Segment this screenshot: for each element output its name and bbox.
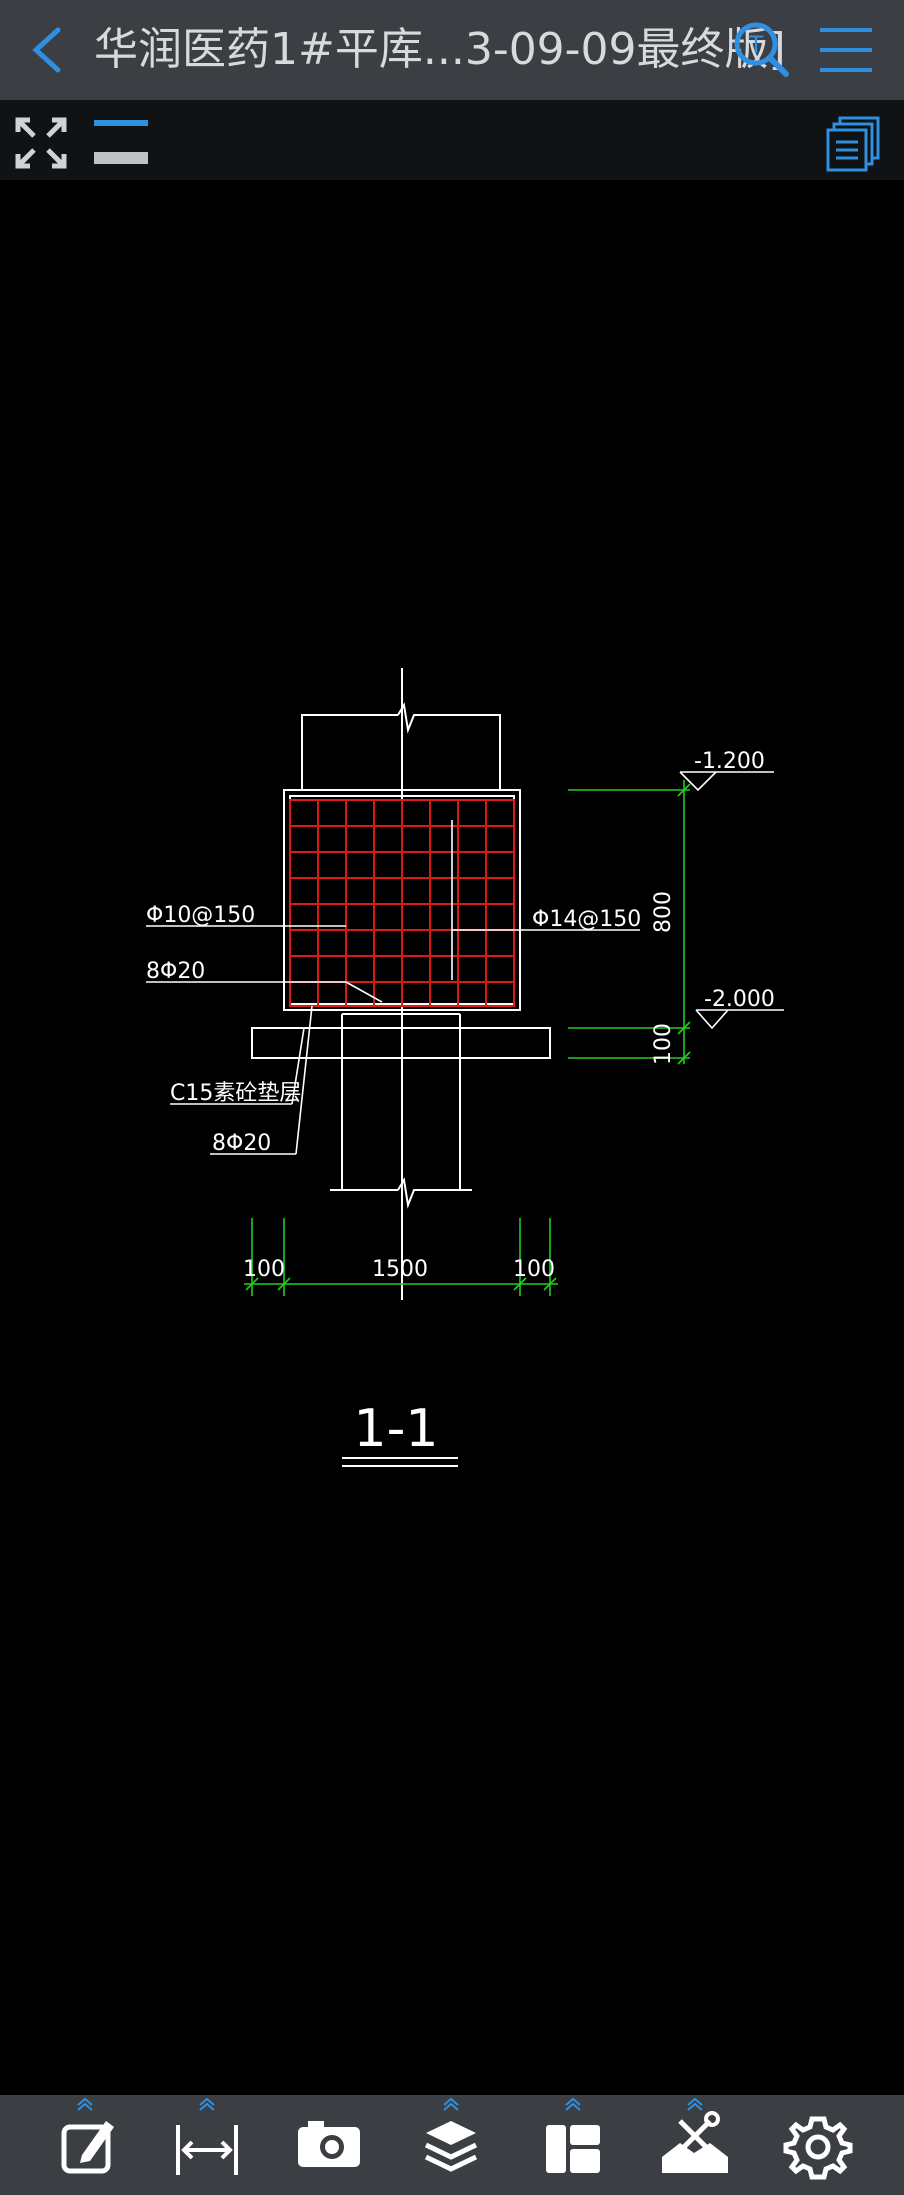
label-dim-height: 800 xyxy=(651,891,676,933)
label-dim-left: 100 xyxy=(243,1257,285,1282)
view-toolbar xyxy=(0,100,904,180)
document-title: 华润医药1#平库...3-09-09最终版] xyxy=(94,24,786,75)
tools-icon[interactable] xyxy=(650,2095,740,2195)
leader-lines xyxy=(146,820,640,1155)
label-side-bars: Φ14@150 xyxy=(532,907,641,932)
back-icon[interactable] xyxy=(22,22,78,78)
label-dim-right: 100 xyxy=(513,1257,555,1282)
label-cushion: C15素砼垫层 xyxy=(170,1081,301,1106)
label-elevation-top: -1.200 xyxy=(694,749,765,774)
expand-icon[interactable] xyxy=(14,116,68,170)
dimension-lines xyxy=(244,780,691,1296)
rebar-cage xyxy=(289,799,515,1007)
section-title: 1-1 xyxy=(354,1399,439,1459)
title-bar: 华润医药1#平库...3-09-09最终版] T xyxy=(0,0,904,100)
elevation-markers xyxy=(679,771,784,1030)
cad-drawing-canvas[interactable]: Φ10@150 8Φ20 Φ14@150 C15素砼垫层 8Φ20 -1.200… xyxy=(0,180,904,2095)
edit-icon[interactable] xyxy=(40,2095,130,2195)
label-bottom-bars: 8Φ20 xyxy=(212,1131,271,1156)
menu-icon[interactable] xyxy=(816,22,876,78)
label-top-bars: 8Φ20 xyxy=(146,959,205,984)
label-stirrup: Φ10@150 xyxy=(146,903,255,928)
bottom-toolbar xyxy=(0,2095,904,2195)
section-title-underline xyxy=(342,1457,458,1467)
measure-icon[interactable] xyxy=(162,2095,252,2195)
label-elevation-bottom: -2.000 xyxy=(704,987,775,1012)
search-icon[interactable]: T xyxy=(732,20,792,80)
settings-icon[interactable] xyxy=(772,2095,862,2195)
camera-icon[interactable] xyxy=(284,2095,374,2195)
layers-icon[interactable] xyxy=(406,2095,496,2195)
layout-icon[interactable] xyxy=(528,2095,618,2195)
label-dim-cushion: 100 xyxy=(651,1023,676,1065)
pages-icon[interactable] xyxy=(826,114,882,172)
svg-text:T: T xyxy=(748,31,764,59)
label-dim-width: 1500 xyxy=(372,1257,428,1282)
layer-toggle-icon[interactable] xyxy=(92,118,150,168)
